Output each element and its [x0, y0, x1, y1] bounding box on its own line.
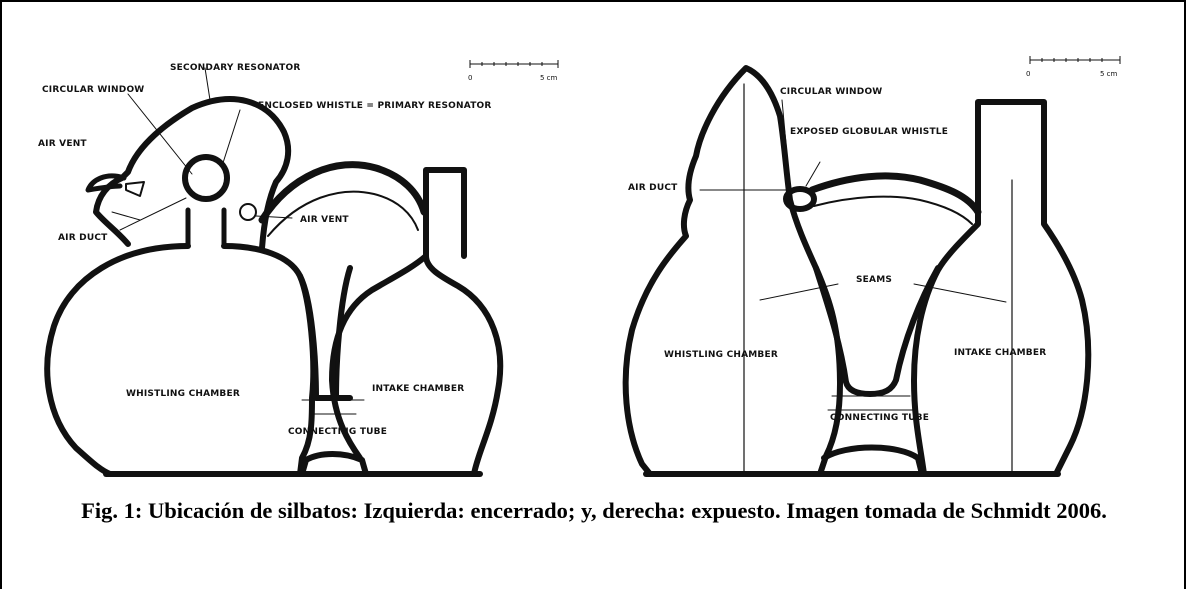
left-bridge-inner: [267, 190, 419, 237]
right-label-seams: SEAMS: [856, 275, 892, 285]
right-vessel: [622, 65, 1092, 477]
right-bridge-arch: [808, 172, 982, 216]
left-bird-beak: [85, 173, 127, 193]
right-label-intake-chamber: INTAKE CHAMBER: [954, 348, 1046, 358]
left-intake-chamber-outline: [423, 167, 504, 477]
right-label-circular-window: CIRCULAR WINDOW: [780, 87, 882, 97]
left-scale-start: 0: [468, 74, 472, 82]
left-label-intake-chamber: INTAKE CHAMBER: [372, 384, 464, 394]
right-connecting-tube-lower: [821, 444, 925, 477]
left-label-air-vent-left: AIR VENT: [38, 139, 87, 149]
right-scale-bar: [1029, 56, 1121, 64]
left-label-air-vent-right: AIR VENT: [300, 215, 349, 225]
left-label-air-duct: AIR DUCT: [58, 233, 108, 243]
right-exposed-whistle: [783, 186, 817, 212]
right-label-connecting-tube: CONNECTING TUBE: [830, 413, 929, 423]
left-vessel: [44, 67, 504, 477]
right-label-air-duct: AIR DUCT: [628, 183, 678, 193]
left-connecting-tube: [297, 265, 353, 401]
left-label-connecting-tube: CONNECTING TUBE: [288, 427, 387, 437]
left-air-vent-circle: [239, 203, 257, 221]
right-label-exposed-whistle: EXPOSED GLOBULAR WHISTLE: [790, 127, 948, 137]
left-scale-bar: [469, 60, 559, 68]
left-scale-end: 5 cm: [540, 74, 558, 82]
left-intake-chamber-left: [329, 253, 429, 461]
left-leader-lines: [111, 67, 365, 415]
left-label-whistling-chamber: WHISTLING CHAMBER: [126, 389, 240, 399]
right-connecting-tube: [813, 265, 941, 397]
left-neck: [185, 207, 227, 249]
left-whistling-chamber-outline: [44, 243, 317, 477]
right-leader-lines: [699, 99, 1007, 411]
right-intake-chamber-outline: [911, 99, 1092, 477]
left-secondary-resonator-outline: [93, 96, 292, 251]
left-label-secondary-resonator: SECONDARY RESONATOR: [170, 63, 300, 73]
left-air-vent-beak: [125, 181, 145, 197]
left-label-circular-window: CIRCULAR WINDOW: [42, 85, 144, 95]
right-bridge-inner: [813, 195, 973, 225]
right-label-whistling-chamber: WHISTLING CHAMBER: [664, 350, 778, 360]
right-scale-end: 5 cm: [1100, 70, 1118, 78]
left-bridge-arch: [258, 161, 428, 224]
left-label-enclosed-whistle: ENCLOSED WHISTLE = PRIMARY RESONATOR: [258, 101, 492, 111]
figure-caption: Fig. 1: Ubicación de silbatos: Izquierda…: [81, 498, 1107, 523]
left-enclosed-whistle: [182, 154, 230, 202]
right-scale-start: 0: [1026, 70, 1030, 78]
